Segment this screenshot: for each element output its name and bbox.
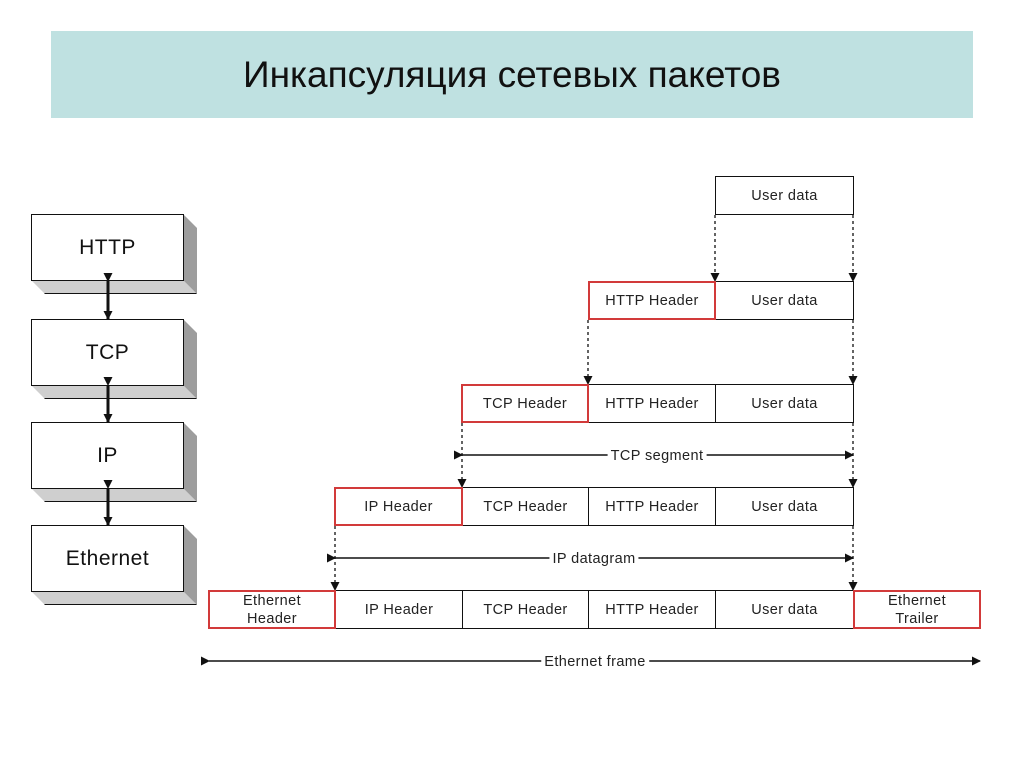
ethernet-frame-label: Ethernet frame <box>541 654 649 670</box>
page-title: Инкапсуляция сетевых пакетов <box>243 53 781 95</box>
stack-box-ip: IP <box>31 422 197 502</box>
stack-label-http: HTTP <box>31 214 184 281</box>
ethernet-trailer-cell: Ethernet Trailer <box>853 590 981 629</box>
http-header-cell: HTTP Header <box>589 590 716 629</box>
http-header-cell: HTTP Header <box>589 384 716 423</box>
stack-box-http: HTTP <box>31 214 197 294</box>
tcp-header-cell: TCP Header <box>463 590 589 629</box>
ip-header-cell: IP Header <box>334 487 463 526</box>
ip-header-cell: IP Header <box>336 590 463 629</box>
http-header-cell: HTTP Header <box>589 487 716 526</box>
tcp-segment-label: TCP segment <box>607 448 707 464</box>
tcp-header-cell: TCP Header <box>463 487 589 526</box>
user-data-cell: User data <box>716 384 854 423</box>
title-band: Инкапсуляция сетевых пакетов <box>51 31 973 118</box>
stack-box-ethernet: Ethernet <box>31 525 197 605</box>
user-data-cell: User data <box>716 590 854 629</box>
ethernet-header-cell: Ethernet Header <box>208 590 336 629</box>
user-data-cell: User data <box>715 176 854 215</box>
tcp-header-cell: TCP Header <box>461 384 589 423</box>
user-data-cell: User data <box>716 487 854 526</box>
stack-label-ethernet: Ethernet <box>31 525 184 592</box>
user-data-cell: User data <box>716 281 854 320</box>
http-header-cell: HTTP Header <box>588 281 716 320</box>
ip-datagram-label: IP datagram <box>549 551 639 567</box>
